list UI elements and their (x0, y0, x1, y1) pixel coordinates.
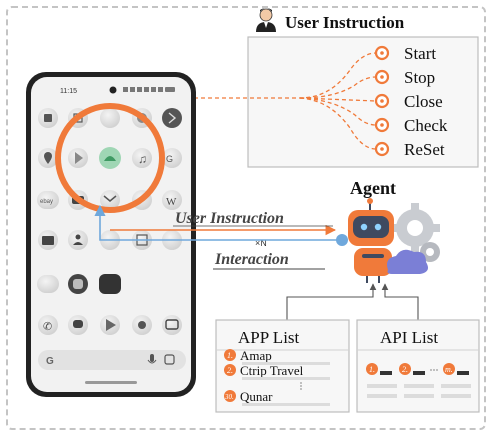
svg-text:✆: ✆ (43, 321, 52, 333)
app-index: 2. (227, 366, 233, 375)
api-list-item: 1. (366, 363, 392, 375)
api-list-placeholder-lines (367, 384, 471, 398)
app-name: Ctrip Travel (240, 363, 304, 378)
app-list-item: 30. Qunar (224, 389, 330, 406)
instruction-box (247, 36, 479, 168)
command-label: Stop (404, 68, 435, 87)
phone-dialer-icon[interactable] (38, 315, 58, 335)
app-list-box (215, 319, 350, 413)
robot-body (354, 248, 392, 276)
robot-hand (336, 234, 348, 246)
svg-text:W: W (166, 196, 177, 208)
contacts-app-icon[interactable] (68, 230, 88, 250)
api-index: 2. (402, 365, 408, 374)
command-start: Start (374, 44, 436, 63)
search-logo: G (46, 356, 54, 367)
status-icons (123, 87, 175, 92)
lens-icon[interactable] (164, 354, 175, 365)
api-index: 1. (369, 365, 375, 374)
ebay-app-icon[interactable] (37, 191, 59, 209)
cloud-icon (387, 249, 428, 274)
command-reset: ReSet (374, 140, 445, 159)
interaction-arrow (94, 204, 342, 241)
app-name: Qunar (240, 389, 273, 404)
wiki-app-icon[interactable] (162, 190, 182, 210)
highlight-ring (55, 103, 165, 213)
user-icon (256, 8, 276, 32)
command-label: ReSet (404, 140, 445, 159)
home-indicator (85, 381, 137, 384)
list-to-agent-arrows (286, 283, 419, 320)
app-list-item: 1. Amap (224, 348, 330, 365)
instruction-title: User Instruction (285, 13, 405, 32)
camera-icon (109, 86, 117, 94)
command-check: Check (374, 116, 448, 135)
phone: 11:15 ♫ (26, 72, 196, 397)
search-bar[interactable] (38, 350, 186, 370)
robot-face (353, 216, 389, 238)
music-app-icon[interactable] (132, 148, 152, 168)
translate-app-icon[interactable] (162, 148, 182, 168)
app-list-title: APP List (238, 328, 300, 347)
command-close: Close (374, 92, 443, 111)
status-time: 11:15 (60, 88, 77, 95)
app-icon[interactable] (100, 108, 120, 128)
repeat-label: ×N (255, 238, 267, 248)
command-label: Close (404, 92, 443, 111)
camera-app-icon[interactable] (162, 315, 182, 335)
app-icon[interactable] (162, 108, 182, 128)
agent-title: Agent (350, 178, 396, 198)
svg-text:G: G (166, 154, 173, 164)
app-list-item: 2. Ctrip Travel (224, 363, 330, 380)
command-label: Check (404, 116, 448, 135)
app-index: 1. (227, 351, 233, 360)
api-list-title: API List (380, 328, 438, 347)
app-name: Amap (240, 348, 272, 363)
svg-text:ebay: ebay (40, 199, 53, 205)
news-app-icon[interactable] (99, 274, 121, 294)
command-connectors (166, 52, 377, 150)
diagram-frame (6, 6, 486, 430)
flow-interaction-label: Interaction (214, 251, 289, 268)
mic-icon[interactable] (147, 354, 157, 364)
api-list-dots (430, 369, 438, 371)
command-label: Start (404, 44, 436, 63)
api-index: m. (445, 365, 453, 374)
flow-instruction-label: User Instruction (175, 210, 284, 227)
agent-robot (336, 198, 440, 283)
app-index: 30. (224, 393, 234, 401)
app-icon[interactable] (37, 275, 59, 293)
app-list-dots (300, 382, 302, 390)
api-list-item: 2. (399, 363, 425, 375)
api-list-item: m. (443, 363, 469, 375)
svg-text:♫: ♫ (138, 152, 147, 166)
